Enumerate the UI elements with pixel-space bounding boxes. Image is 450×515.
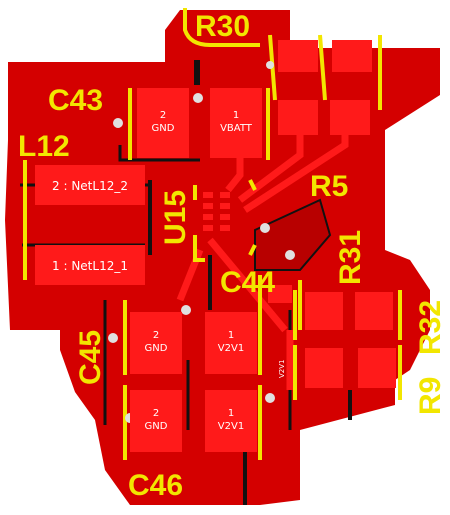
designator-r30: R30 (195, 10, 250, 43)
l12-pad2 (35, 165, 145, 205)
watermark: 电子发烧友 elecfans.com (315, 467, 423, 503)
c43-pad2 (137, 88, 189, 158)
c45-pad1-net: V2V1 (218, 343, 244, 354)
c43-pad1 (210, 88, 262, 158)
via (265, 393, 275, 403)
designator-r9: R9 (414, 377, 447, 415)
designator-r5: R5 (310, 170, 348, 203)
via (193, 93, 203, 103)
r31-pad (305, 292, 343, 330)
designator-r32: R32 (414, 300, 447, 355)
designator-c43: C43 (48, 84, 103, 117)
c43-pad1-net: VBATT (220, 123, 253, 134)
r9-pad (305, 348, 343, 388)
l12-pad2-text: 2 : NetL12_2 (52, 179, 128, 193)
c45-pad2-num: 2 (153, 330, 159, 341)
r30-pad (278, 40, 318, 72)
c46-pad1-num: 1 (228, 408, 234, 419)
trace-label-v2v1: V2V1 (278, 360, 286, 378)
c43-pad2-net: GND (152, 123, 175, 134)
c46-pad1 (205, 390, 257, 452)
via (260, 223, 270, 233)
r30-pad (332, 40, 372, 72)
c46-pad2 (130, 390, 182, 452)
c43-pad1-num: 1 (233, 110, 239, 121)
silkscreen-outlines (23, 8, 402, 460)
c46-pad2-num: 2 (153, 408, 159, 419)
c45-pad2-net: GND (145, 343, 168, 354)
via (266, 61, 274, 69)
c45-pad2 (130, 312, 182, 374)
via (181, 305, 191, 315)
c44-pad (268, 285, 292, 303)
r31-pad (355, 292, 393, 330)
r5-pad (330, 100, 370, 135)
via (113, 118, 123, 128)
pads (35, 40, 396, 452)
watermark-logo-text: elecfans.com (350, 493, 410, 503)
c45-pad1 (205, 312, 257, 374)
c43-pad2-num: 2 (160, 110, 166, 121)
via (108, 333, 118, 343)
watermark-site-text: 电子发烧友 (348, 473, 423, 491)
designator-c45: C45 (74, 330, 107, 385)
c45-pad1-num: 1 (228, 330, 234, 341)
designator-l12: L12 (18, 130, 70, 163)
designators: R30 C43 L12 U15 R5 R31 C44 R32 R9 C45 C4… (18, 10, 447, 502)
via (285, 250, 295, 260)
vias (108, 61, 295, 423)
pad-labels: 2 GND 1 VBATT 2 : NetL12_2 1 : NetL12_1 … (52, 110, 286, 432)
c46-pad1-net: V2V1 (218, 421, 244, 432)
designator-c44: C44 (220, 266, 275, 299)
designator-u15: U15 (159, 190, 192, 245)
l12-pad1-text: 1 : NetL12_1 (52, 259, 128, 273)
l12-pad1 (35, 245, 145, 285)
designator-r31: R31 (334, 230, 367, 285)
watermark-logo-icon (315, 467, 345, 497)
designator-c46: C46 (128, 469, 183, 502)
r9-pad (358, 348, 396, 388)
r5-pad (278, 100, 318, 135)
c46-pad2-net: GND (145, 421, 168, 432)
